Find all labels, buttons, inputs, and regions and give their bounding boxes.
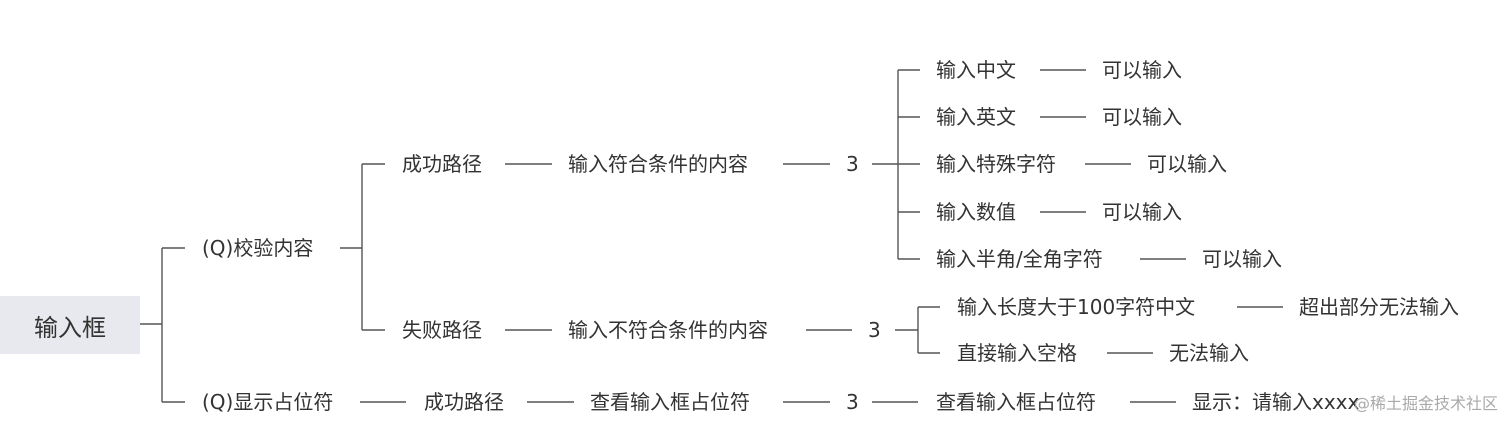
connector-success-results xyxy=(1040,69,1186,260)
placeholder-result-node[interactable]: 显示：请输入xxxx xyxy=(1192,390,1360,414)
placeholder-content-node[interactable]: 查看输入框占位符 xyxy=(590,390,750,414)
success-result-node[interactable]: 可以输入 xyxy=(1202,247,1282,271)
connector-fail-cases xyxy=(895,306,940,354)
fail-path-node[interactable]: 失败路径 xyxy=(402,318,482,342)
connector-root xyxy=(140,247,185,403)
placeholder-count-node[interactable]: 3 xyxy=(846,390,859,414)
success-count-node[interactable]: 3 xyxy=(846,152,859,176)
fail-case-node[interactable]: 直接输入空格 xyxy=(957,341,1077,365)
root-node[interactable]: 输入框 xyxy=(0,296,140,354)
fail-content-node[interactable]: 输入不符合条件的内容 xyxy=(568,318,768,342)
placeholder-success-path-node[interactable]: 成功路径 xyxy=(424,390,504,414)
success-content-node[interactable]: 输入符合条件的内容 xyxy=(568,152,748,176)
success-path-node[interactable]: 成功路径 xyxy=(402,152,482,176)
success-result-node[interactable]: 可以输入 xyxy=(1147,152,1227,176)
success-result-node[interactable]: 可以输入 xyxy=(1102,58,1182,82)
success-case-node[interactable]: 输入中文 xyxy=(936,58,1016,82)
watermark: @稀土掘金技术社区 xyxy=(1353,394,1498,413)
fail-result-node[interactable]: 无法输入 xyxy=(1169,341,1249,365)
success-case-node[interactable]: 输入数值 xyxy=(936,200,1016,224)
success-case-node[interactable]: 输入英文 xyxy=(936,105,1016,129)
fail-case-node[interactable]: 输入长度大于100字符中文 xyxy=(957,295,1196,319)
connector-validate xyxy=(340,163,385,331)
fail-count-node[interactable]: 3 xyxy=(868,318,881,342)
success-case-node[interactable]: 输入特殊字符 xyxy=(936,152,1056,176)
success-case-node[interactable]: 输入半角/全角字符 xyxy=(936,247,1103,271)
connector-success-cases xyxy=(872,69,920,260)
branch-validate[interactable]: (Q)校验内容 xyxy=(202,236,314,260)
success-result-node[interactable]: 可以输入 xyxy=(1102,105,1182,129)
fail-result-node[interactable]: 超出部分无法输入 xyxy=(1299,295,1459,319)
success-result-node[interactable]: 可以输入 xyxy=(1102,200,1182,224)
placeholder-case-node[interactable]: 查看输入框占位符 xyxy=(936,390,1096,414)
connector-fail-results xyxy=(1107,306,1283,354)
branch-placeholder[interactable]: (Q)显示占位符 xyxy=(202,390,334,414)
